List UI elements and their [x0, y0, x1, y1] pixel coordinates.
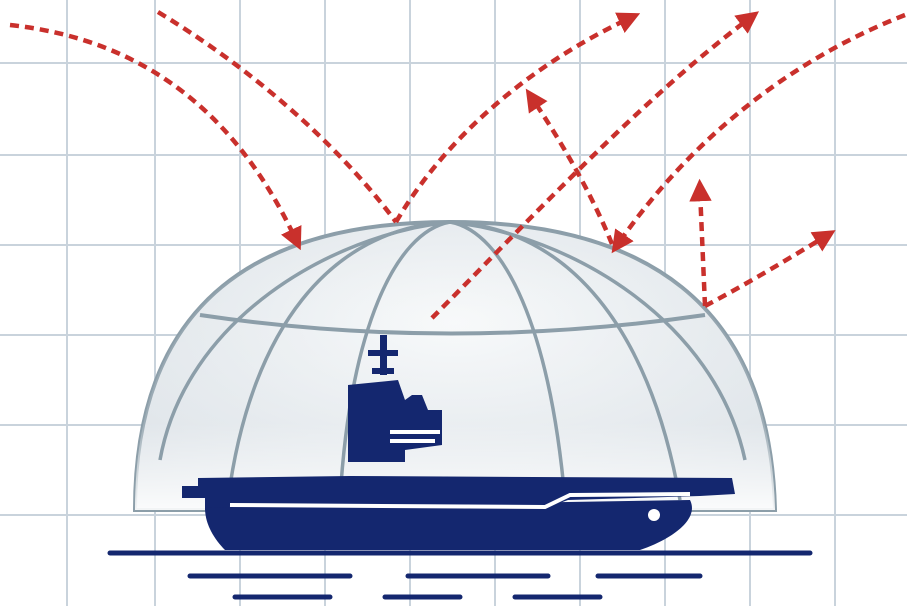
incoming-arrow-icon	[611, 12, 906, 254]
deflected-arrow-icon	[394, 12, 641, 224]
dome-icon	[132, 219, 778, 512]
incoming-arrow-icon	[156, 10, 398, 224]
deflected-arrow-icon	[689, 178, 712, 307]
deflected-arrow-icon	[430, 11, 760, 320]
deflected-arrow-icon	[525, 88, 615, 245]
aircraft-carrier-icon	[182, 335, 735, 550]
water-lines	[107, 550, 813, 600]
deflected-arrow-icon	[703, 230, 836, 308]
incoming-arrow-icon	[9, 22, 302, 251]
deflected-threat-arrows	[9, 10, 906, 320]
